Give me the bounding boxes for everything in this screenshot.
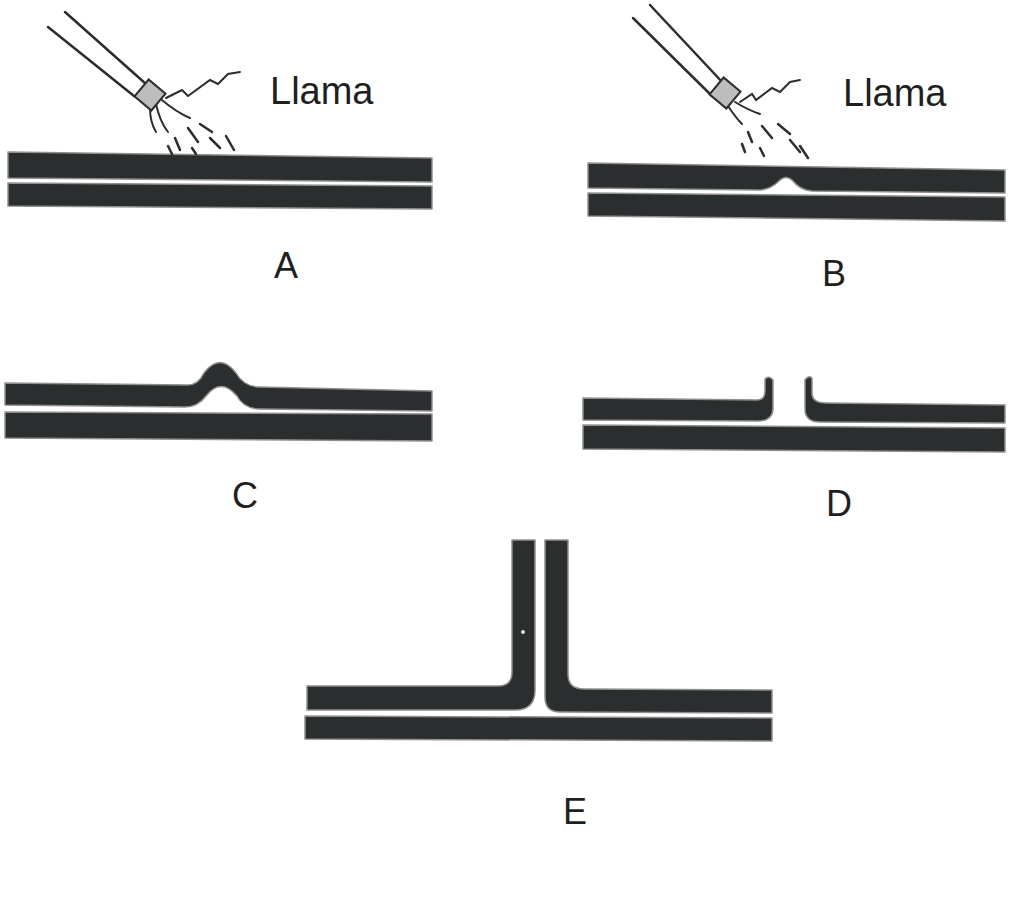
torch-nozzle <box>710 78 741 109</box>
torch <box>633 5 808 158</box>
panel-letter: E <box>563 794 587 830</box>
torch <box>48 12 240 154</box>
tube-wall <box>307 540 535 710</box>
tube-wall <box>8 183 432 209</box>
panel-letter: B <box>822 256 846 292</box>
tube-wall <box>5 363 432 412</box>
tube-wall <box>8 152 432 182</box>
tube-wall <box>545 540 772 713</box>
panel-letter: C <box>232 478 258 514</box>
tube-wall <box>805 377 1005 423</box>
speck <box>521 630 525 634</box>
panel-letter: D <box>826 486 852 522</box>
flame-label: Llama <box>843 74 947 112</box>
panel-letter: A <box>274 248 298 284</box>
tube-wall <box>583 377 773 421</box>
flame-label: Llama <box>270 72 374 110</box>
tube-wall <box>583 425 1005 452</box>
tube-wall <box>5 412 432 441</box>
tube-wall <box>305 716 772 741</box>
torch-nozzle <box>135 80 166 111</box>
tube-wall <box>588 163 1005 193</box>
tube-wall <box>588 193 1005 221</box>
